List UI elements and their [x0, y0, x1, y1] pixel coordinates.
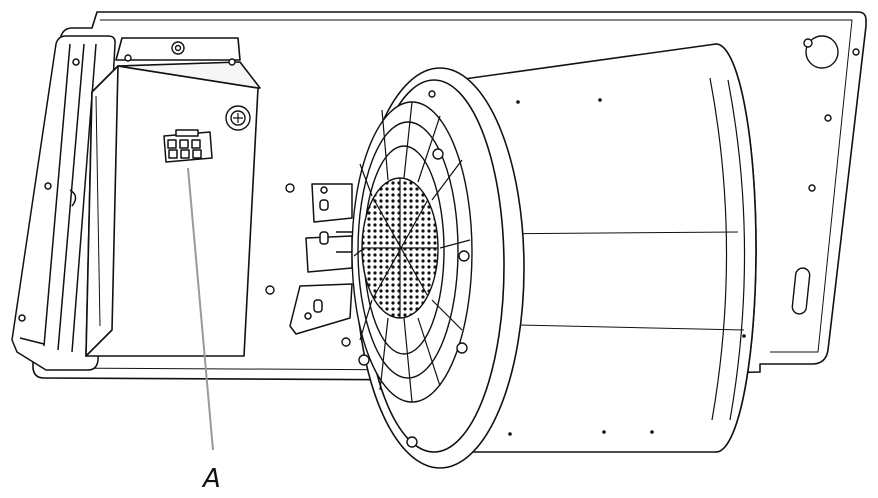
callout-leader: [187, 167, 214, 451]
control-box: [85, 37, 261, 357]
grille-clips: [341, 90, 470, 448]
fan-grille: [351, 101, 473, 403]
mounting-brackets: [289, 183, 353, 335]
housing-dots: [508, 98, 746, 436]
electrical-connector: [163, 129, 213, 163]
plate-slot: [791, 267, 811, 315]
control-box-screws: [124, 41, 251, 131]
plate-holes: [265, 35, 860, 295]
callout-label: A: [201, 464, 221, 494]
